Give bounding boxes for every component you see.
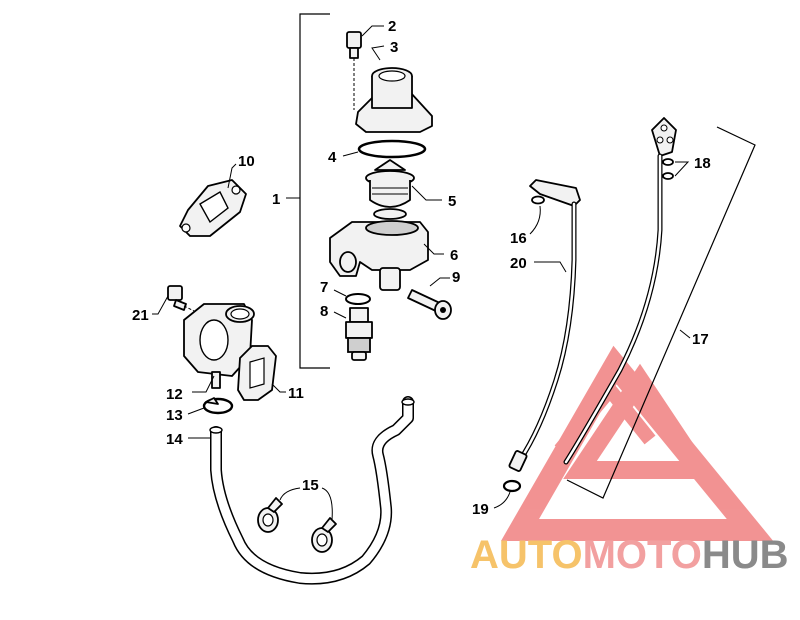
callout-12: 12 bbox=[166, 386, 183, 403]
callout-7: 7 bbox=[320, 279, 328, 296]
callout-20: 20 bbox=[510, 255, 527, 272]
watermark-part-hub: HUB bbox=[702, 533, 789, 577]
leader-9 bbox=[429, 277, 450, 287]
callout-2: 2 bbox=[388, 18, 396, 35]
callout-19: 19 bbox=[472, 501, 489, 518]
callout-1: 1 bbox=[272, 191, 280, 208]
leader-6 bbox=[423, 243, 444, 255]
o-ring-19 bbox=[502, 479, 522, 493]
callout-6: 6 bbox=[450, 247, 458, 264]
leader-15 bbox=[279, 487, 333, 521]
water-elbow-12 bbox=[183, 303, 255, 389]
callout-13: 13 bbox=[166, 407, 183, 424]
leader-7 bbox=[333, 289, 347, 297]
callout-17: 17 bbox=[692, 331, 709, 348]
callout-4: 4 bbox=[328, 149, 337, 166]
callout-21: 21 bbox=[132, 307, 149, 324]
thermostat-5 bbox=[365, 159, 415, 220]
o-ring-7 bbox=[345, 293, 371, 305]
leader-13 bbox=[187, 407, 205, 415]
o-rings-18 bbox=[662, 158, 674, 180]
leader-2 bbox=[361, 25, 384, 37]
callout-5: 5 bbox=[448, 193, 456, 210]
leader-12 bbox=[192, 375, 215, 393]
dipstick-17 bbox=[563, 117, 677, 465]
hose-clip-15b bbox=[311, 517, 337, 553]
bolt-2 bbox=[346, 31, 362, 110]
leader-19 bbox=[493, 491, 511, 509]
dipstick-tube-20 bbox=[508, 179, 581, 472]
temp-sensor-8 bbox=[345, 307, 373, 361]
callout-9: 9 bbox=[452, 269, 460, 286]
leader-8 bbox=[333, 311, 347, 319]
leader-10 bbox=[227, 163, 237, 189]
leader-18 bbox=[674, 161, 690, 177]
leader-20 bbox=[534, 261, 567, 273]
leader-4 bbox=[342, 151, 359, 157]
o-ring-16 bbox=[531, 195, 545, 205]
watermark-part-auto: AUTO bbox=[470, 533, 583, 577]
gasket-10 bbox=[179, 179, 247, 237]
bracket-17 bbox=[566, 126, 756, 499]
callout-10: 10 bbox=[238, 153, 255, 170]
gasket-11 bbox=[237, 345, 277, 401]
callout-15: 15 bbox=[302, 477, 319, 494]
watermark-triangle-inner bbox=[563, 363, 717, 479]
callout-3: 3 bbox=[390, 39, 398, 56]
leader-16 bbox=[529, 205, 541, 235]
callout-18: 18 bbox=[694, 155, 711, 172]
assembly-bracket bbox=[299, 13, 330, 369]
hose-clamp-13 bbox=[202, 397, 234, 415]
leader-5 bbox=[411, 185, 442, 201]
thermostat-housing-6 bbox=[329, 220, 429, 291]
svg-text:AUTOMOTOHUB: AUTOMOTOHUB bbox=[470, 533, 789, 577]
watermark-text: AUTOMOTOHUB bbox=[470, 533, 789, 577]
callout-8: 8 bbox=[320, 303, 328, 320]
coolant-hose-14 bbox=[209, 396, 415, 585]
thermostat-cover-3 bbox=[355, 67, 433, 133]
callout-16: 16 bbox=[510, 230, 527, 247]
leader-17 bbox=[679, 329, 691, 339]
watermark-part-moto: MOTO bbox=[583, 533, 702, 577]
callout-14: 14 bbox=[166, 431, 183, 448]
leader-3 bbox=[371, 45, 385, 61]
callout-11: 11 bbox=[288, 385, 304, 402]
o-ring-4 bbox=[357, 139, 427, 159]
bolt-21 bbox=[167, 285, 197, 313]
leader-11 bbox=[271, 383, 286, 393]
bolt-9 bbox=[407, 289, 452, 320]
leader-21 bbox=[152, 295, 169, 315]
hose-clip-15a bbox=[257, 497, 283, 533]
